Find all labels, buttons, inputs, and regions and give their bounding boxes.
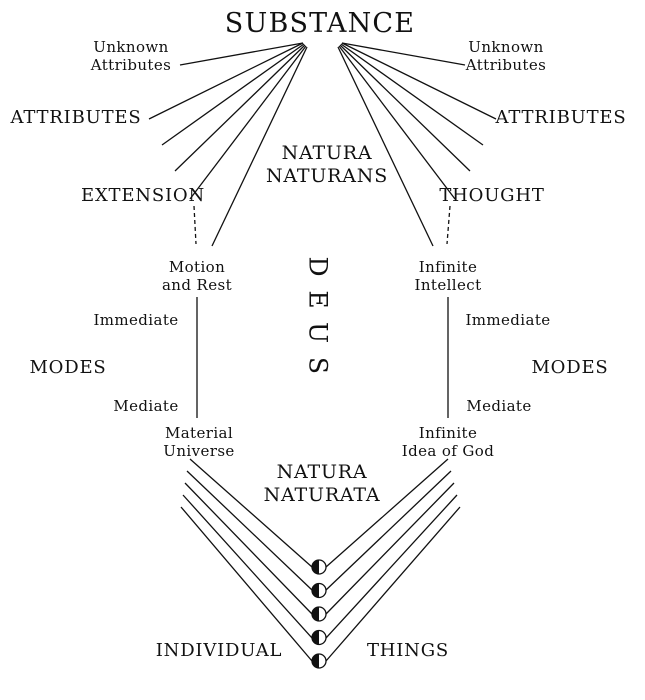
modes-right-label: MODES xyxy=(531,357,609,378)
natura-naturans-label: NATURA NATURANS xyxy=(265,142,389,188)
substance-fan-left xyxy=(148,42,308,247)
attributes-right-label: ATTRIBUTES xyxy=(495,107,627,128)
mode-links xyxy=(196,297,449,418)
individual-thing-node xyxy=(311,606,327,622)
infinite-intellect-label: Infinite Intellect xyxy=(414,258,482,295)
individual-label: INDIVIDUAL xyxy=(155,640,283,661)
individual-thing-node xyxy=(311,559,327,575)
converging-lines-left xyxy=(180,458,313,662)
unknown-attributes-left-label: Unknown Attributes xyxy=(90,38,172,75)
modes-left-label: MODES xyxy=(29,357,107,378)
individual-thing-node xyxy=(311,582,327,599)
immediate-right-label: Immediate xyxy=(465,311,551,329)
substance-fan-right xyxy=(337,42,497,247)
deus-letter-u: U xyxy=(303,321,333,344)
things-label: THINGS xyxy=(366,640,450,661)
mediate-left-label: Mediate xyxy=(113,397,179,415)
infinite-idea-of-god-label: Infinite Idea of God xyxy=(401,424,495,461)
unknown-attributes-right-label: Unknown Attributes xyxy=(465,38,547,75)
motion-and-rest-label: Motion and Rest xyxy=(161,258,233,295)
attributes-left-label: ATTRIBUTES xyxy=(10,107,142,128)
dashed-links xyxy=(193,205,451,245)
substance-label: SUBSTANCE xyxy=(224,8,416,39)
deus-letter-s: S xyxy=(303,356,333,375)
individual-thing-node xyxy=(311,653,327,669)
deus-label: D E U S xyxy=(303,250,333,382)
individual-thing-nodes xyxy=(311,559,327,669)
immediate-left-label: Immediate xyxy=(93,311,179,329)
individual-thing-node xyxy=(311,629,327,646)
thought-label: THOUGHT xyxy=(439,185,545,206)
deus-letter-e: E xyxy=(303,290,333,309)
natura-naturata-label: NATURA NATURATA xyxy=(263,461,381,507)
extension-label: EXTENSION xyxy=(81,185,205,206)
converging-lines-right xyxy=(325,458,461,662)
material-universe-label: Material Universe xyxy=(163,424,235,461)
mediate-right-label: Mediate xyxy=(466,397,532,415)
deus-letter-d: D xyxy=(303,256,333,277)
